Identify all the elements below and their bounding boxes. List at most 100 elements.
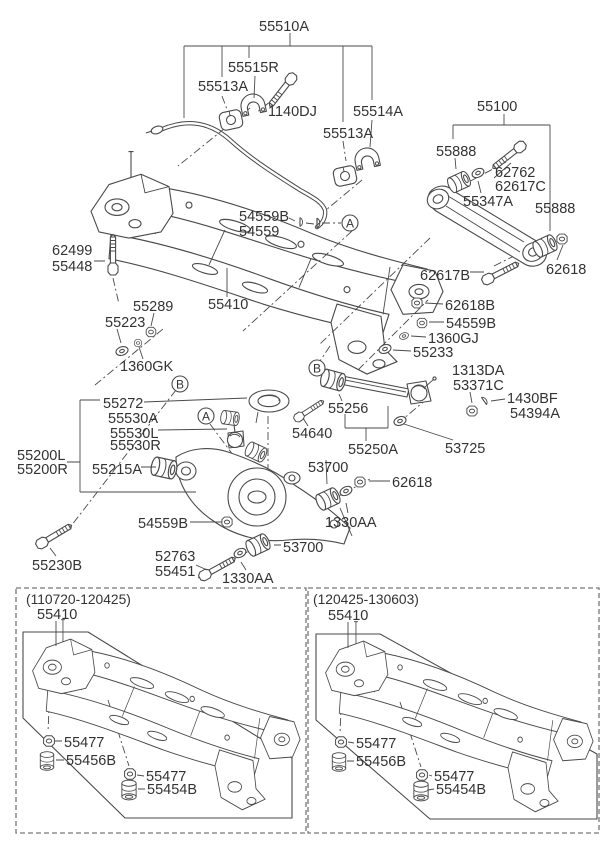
label-54559B-top: 54559B (239, 209, 289, 225)
label-53371C: 53371C (453, 378, 504, 394)
label-53725: 53725 (445, 441, 485, 457)
label-55451: 55451 (155, 564, 195, 580)
nut-55477-early-mid (124, 768, 136, 780)
label-55200R: 55200R (17, 462, 68, 478)
label-55233: 55233 (413, 345, 453, 361)
stab-bushing-55513A-left (217, 108, 245, 132)
label-62762: 62762 (495, 165, 535, 181)
variant-box-late (307, 587, 600, 834)
callout-A-top: A (341, 214, 359, 232)
label-62617B: 62617B (420, 268, 470, 284)
label-62618-upper: 62618 (546, 262, 586, 278)
label-54559B-mid: 54559B (446, 316, 496, 332)
label-55513A-right: 55513A (323, 126, 373, 142)
assist-arm-55250A (339, 375, 437, 405)
label-62499: 62499 (52, 243, 92, 259)
label-55477-early-mid: 55477 (146, 769, 186, 785)
leader-lines (49, 33, 564, 791)
nut-55477-early-left (43, 735, 55, 747)
label-1360GJ: 1360GJ (428, 331, 479, 347)
callout-A-link: A (197, 407, 215, 425)
label-55448: 55448 (52, 259, 92, 275)
label-1360GK: 1360GK (120, 359, 174, 375)
label-54559B-arm: 54559B (138, 516, 188, 532)
label-55410-main: 55410 (208, 297, 248, 313)
lower-arm-55200 (175, 448, 353, 545)
label-53700-lower: 53700 (283, 540, 323, 556)
bushing-55454B-early (121, 779, 137, 801)
label-55456B-late: 55456B (356, 754, 406, 770)
label-55454B-late: 55454B (436, 782, 486, 798)
label-55530L: 55530L (110, 426, 158, 442)
bushing-55454B-late (413, 780, 429, 802)
label-55888-right: 55888 (535, 201, 575, 217)
variant-box-late-slab (315, 633, 598, 820)
label-daterange-early: (110720-120425) (26, 592, 131, 607)
label-55510A: 55510A (259, 19, 309, 35)
label-1330AA-lower: 1330AA (222, 571, 274, 587)
stabilizer-bar (145, 121, 328, 230)
stabilizer-link-55530 (226, 423, 245, 449)
label-1313DA: 1313DA (452, 363, 505, 379)
label-55530A: 55530A (108, 411, 158, 427)
variant-box-early-slab (22, 631, 293, 819)
nut-55289 (145, 326, 157, 338)
nut-62618B (411, 297, 423, 309)
nut-53371C (466, 405, 478, 417)
label-55200L: 55200L (17, 448, 65, 464)
label-52763: 52763 (155, 549, 195, 565)
label-62617C: 62617C (495, 179, 546, 195)
label-1430BF: 1430BF (507, 391, 558, 407)
label-55515R: 55515R (228, 60, 279, 76)
label-55250A: 55250A (348, 442, 398, 458)
label-55888-left: 55888 (436, 144, 476, 160)
spring-pad-55272 (248, 389, 290, 424)
label-55410-early: 55410 (37, 607, 77, 623)
label-55477-late-left: 55477 (356, 736, 396, 752)
nut-55477-late-left (335, 736, 347, 748)
label-55256: 55256 (328, 401, 368, 417)
label-55100: 55100 (477, 99, 517, 115)
bushing-55456B-early (39, 751, 55, 771)
label-55456B-early: 55456B (66, 753, 116, 769)
label-55347A: 55347A (463, 194, 513, 210)
label-1140DJ: 1140DJ (268, 104, 317, 120)
callout-B-bracket-letter: B (313, 362, 321, 376)
nut-54559B-arm (221, 516, 233, 528)
bushing-55456B-late (331, 752, 347, 772)
label-62618B: 62618B (445, 298, 495, 314)
label-55514A: 55514A (353, 104, 403, 120)
label-55477-early-left: 55477 (64, 735, 104, 751)
nut-62618-lower (354, 476, 366, 488)
label-55454B-early: 55454B (147, 782, 197, 798)
callout-B-left: B (171, 375, 189, 393)
label-55477-late-mid: 55477 (434, 769, 474, 785)
label-55230B: 55230B (32, 558, 82, 574)
nut-62618-upper (556, 233, 568, 245)
label-55410-late: 55410 (328, 608, 368, 624)
label-daterange-late: (120425-130603) (313, 592, 419, 607)
nut-54559B-mid (416, 317, 428, 329)
bushing-link-upper (219, 409, 241, 427)
callout-A-top-letter: A (346, 217, 354, 231)
label-54640: 54640 (292, 426, 332, 442)
callout-A-link-letter: A (202, 410, 210, 424)
label-55272: 55272 (103, 396, 143, 412)
label-53700-upper: 53700 (308, 460, 348, 476)
part-labels: 55510A 55515R 55513A 1140DJ 55514A 55513… (17, 19, 586, 587)
callout-B-left-letter: B (176, 378, 184, 392)
rear-arm-55100 (426, 185, 547, 267)
label-55513A-left: 55513A (198, 79, 248, 95)
variant-box-early (15, 587, 307, 834)
label-62618-lower: 62618 (392, 475, 432, 491)
label-55530R: 55530R (110, 438, 161, 454)
variant-box-labels: (110720-120425) 55410 55477 55456B 55477… (26, 592, 486, 798)
label-55215A: 55215A (92, 462, 142, 478)
nut-55477-late-mid (416, 769, 428, 781)
label-54559: 54559 (239, 224, 279, 240)
label-54394A: 54394A (510, 406, 560, 422)
callout-B-bracket: B (308, 359, 326, 377)
label-1330AA-upper: 1330AA (325, 515, 377, 531)
